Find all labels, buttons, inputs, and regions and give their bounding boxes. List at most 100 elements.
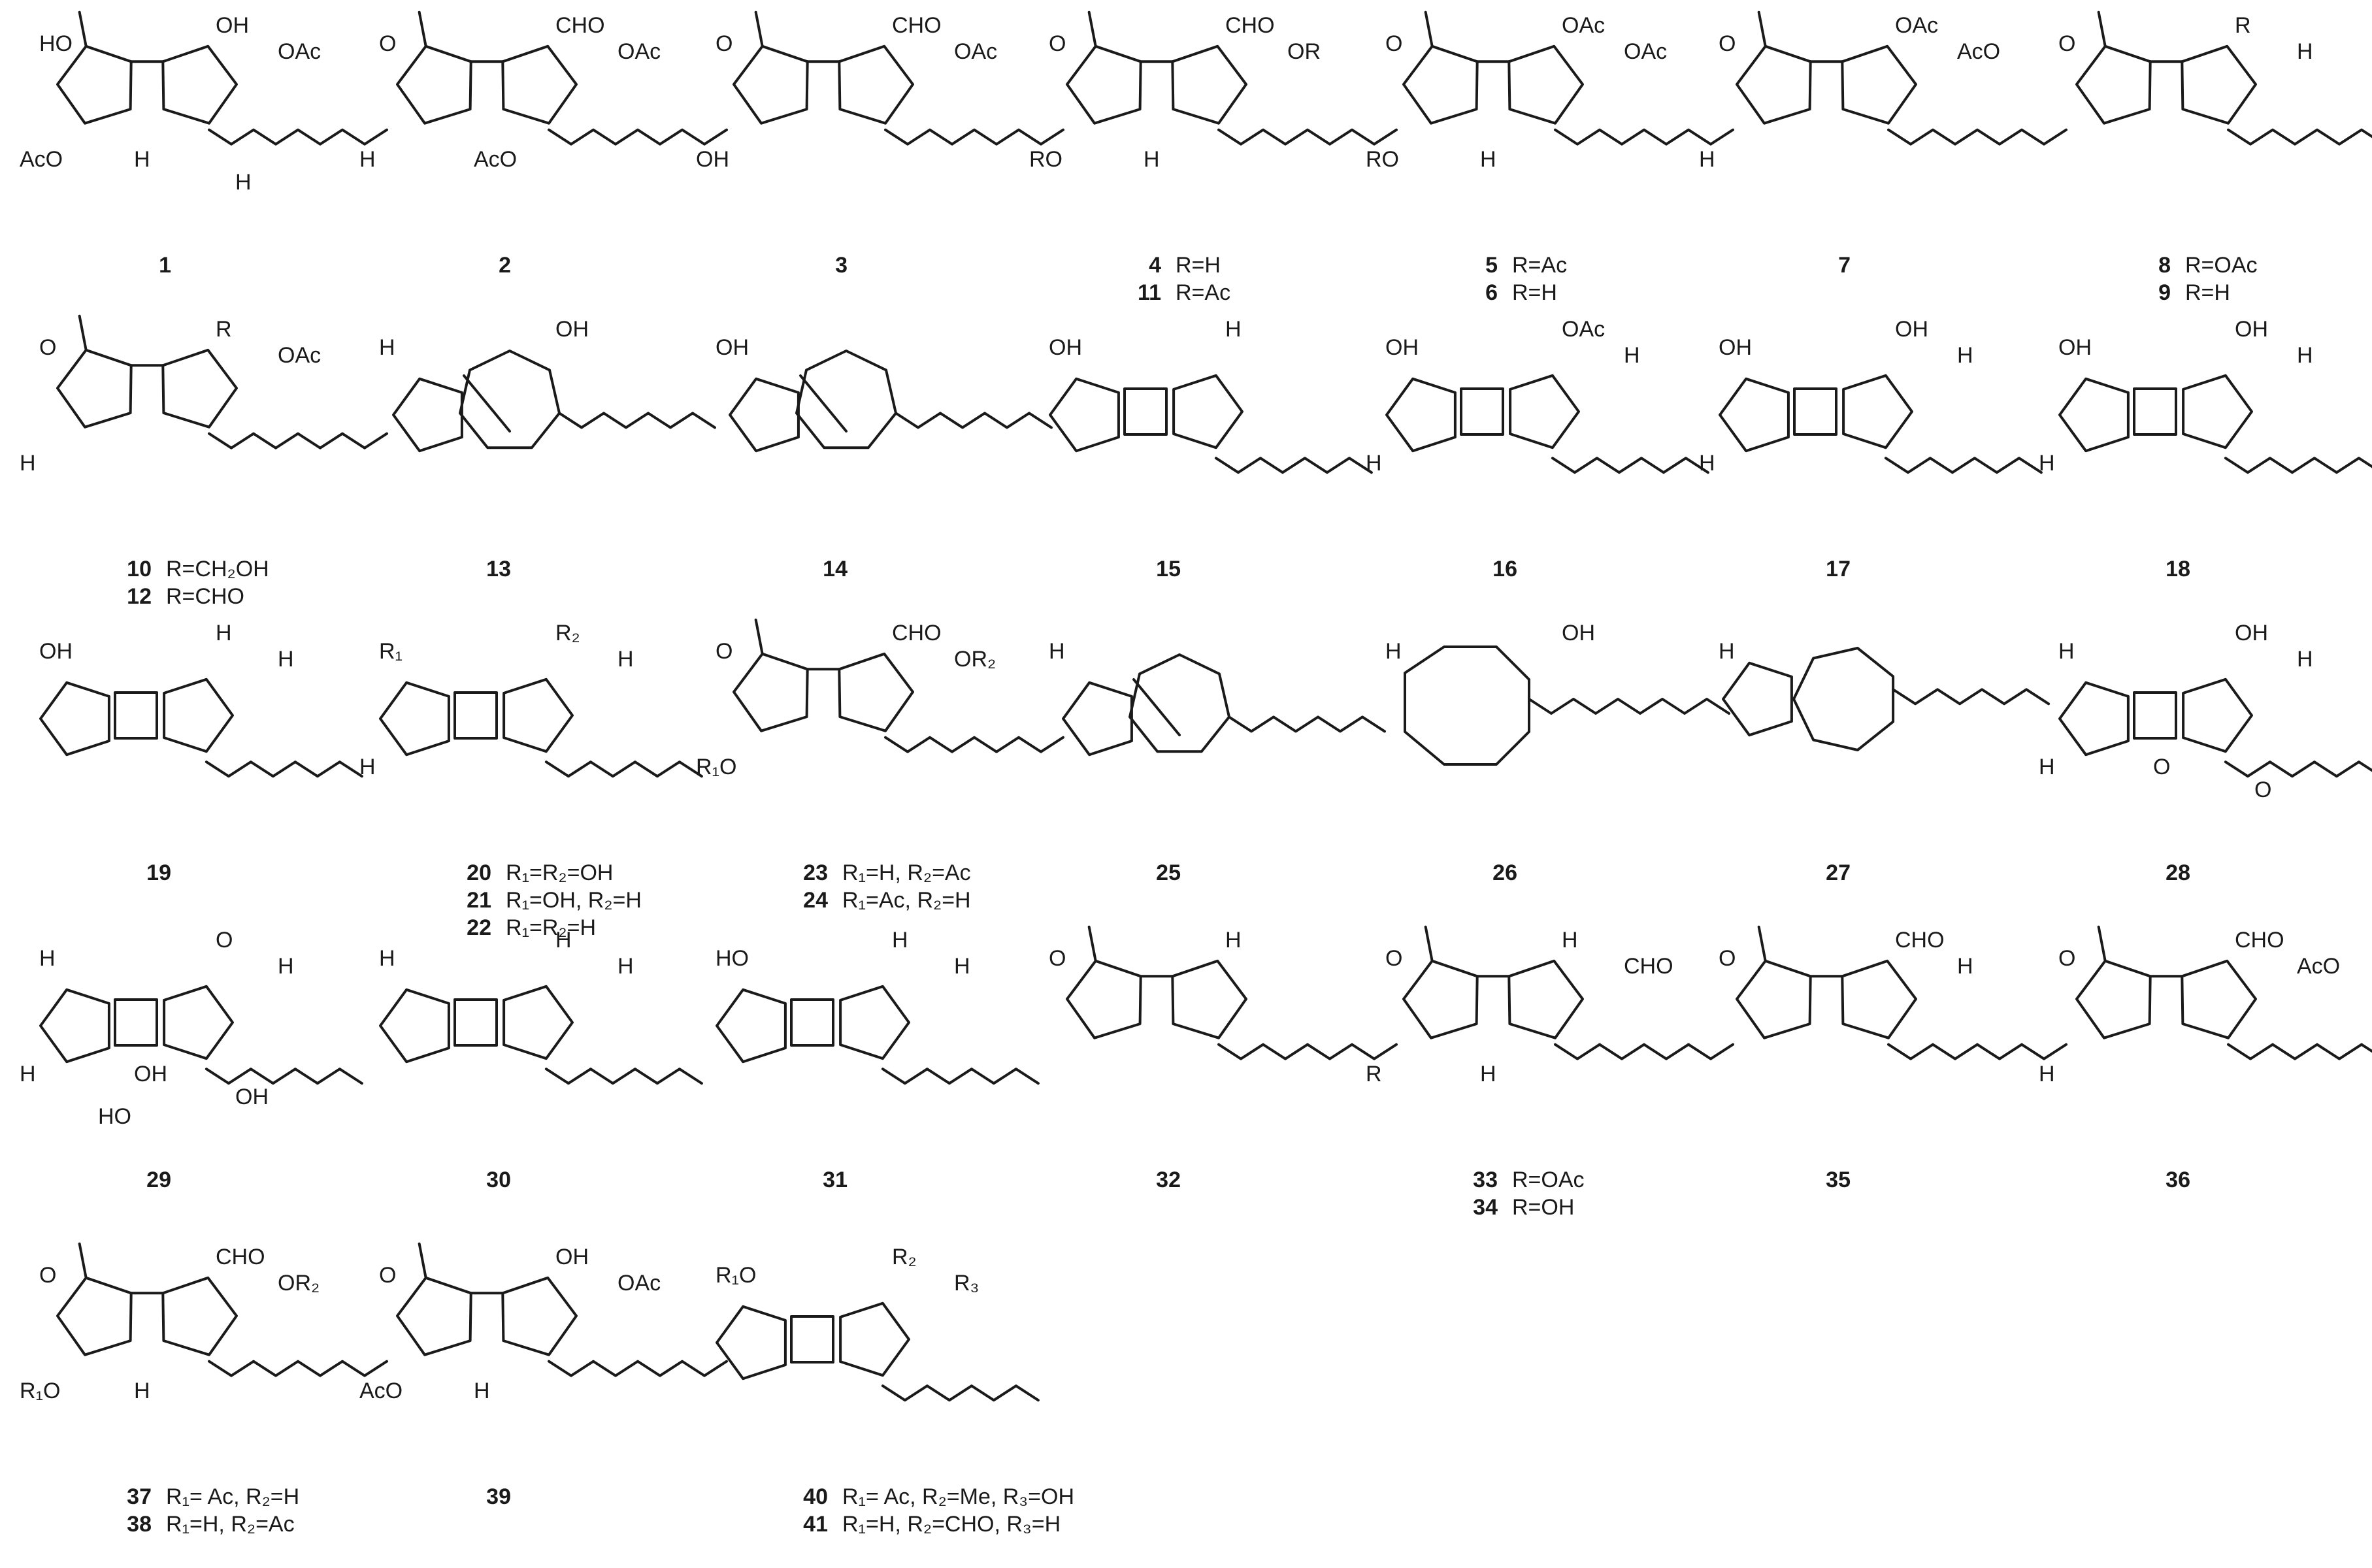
ring-left [2075, 44, 2152, 125]
atom-label: OAc [1562, 13, 1605, 38]
carbonyl-bond [1087, 10, 1097, 48]
ring-left [56, 44, 133, 125]
atom-label: H [1366, 451, 1382, 476]
atom-label: RO [1366, 147, 1399, 172]
ring-b [114, 691, 158, 740]
carbonyl-bond [78, 10, 88, 48]
atom-label: O [1719, 31, 1736, 56]
atom-label: OAc [618, 39, 661, 64]
side-chain [205, 1068, 363, 1085]
compound-number: 11 [1138, 280, 1161, 305]
substituent-definition: R=OH [1512, 1195, 1575, 1220]
bridge-bond [463, 374, 511, 433]
compound-number: 19 [146, 860, 171, 885]
ring-left [1402, 44, 1479, 125]
ring-left [56, 1276, 133, 1356]
ring-seven [795, 350, 897, 449]
compound-label: 36 [2143, 1166, 2205, 1194]
atom-label: H [555, 928, 572, 953]
compound-number: 17 [1826, 557, 1851, 581]
side-chain [1528, 698, 1730, 715]
atom-label: H [20, 451, 36, 476]
atom-label: H [1562, 928, 1578, 953]
atom-label: H [1385, 639, 1402, 664]
atom-label: H [1699, 147, 1715, 172]
atom-label: H [39, 946, 56, 971]
ring-seven [1128, 653, 1230, 753]
ring-a [379, 988, 450, 1064]
atom-label: CHO [555, 13, 605, 38]
atom-label: OR₂ [954, 647, 996, 672]
side-chain [1887, 128, 2067, 146]
compound-14: OH 14 [683, 317, 1053, 604]
compound-label: 25 [1134, 859, 1195, 887]
ring-a [1385, 377, 1457, 453]
compound-number: 13 [486, 557, 511, 581]
ring-c [163, 985, 234, 1060]
atom-label: OH [555, 1245, 589, 1269]
atom-label: HO [98, 1104, 131, 1129]
atom-label: H [2039, 1062, 2055, 1086]
atom-label: H [1049, 639, 1065, 664]
side-chain [2227, 128, 2372, 146]
ring-right [501, 44, 578, 125]
compound-label: 29 [124, 1166, 186, 1194]
substituent-definition: R=H [1512, 280, 1557, 305]
ring-right [838, 44, 914, 125]
atom-label: RO [1029, 147, 1062, 172]
atom-label: OH [2058, 335, 2092, 360]
compound-number: 14 [823, 557, 848, 581]
ring-left [733, 652, 809, 732]
compound-number: 3 [835, 253, 848, 278]
ring-right [2181, 959, 2257, 1039]
compound-label: 3 [800, 252, 862, 279]
compound-label: 32 [1134, 1166, 1195, 1194]
atom-label: R₁O [696, 755, 736, 779]
ring-five [1062, 681, 1133, 757]
atom-label: H [618, 954, 634, 979]
structure-drawing: H H H [379, 928, 703, 1085]
atom-label: O [1049, 946, 1066, 971]
compound-number: 16 [1492, 557, 1517, 581]
ring-c [1509, 374, 1580, 449]
ring-right [501, 1276, 578, 1356]
structure-drawing: OH [716, 335, 1053, 453]
atom-label: H [379, 946, 395, 971]
side-chain [884, 128, 1064, 146]
substituent-definition: R=OAc [1512, 1168, 1585, 1192]
atom-label: OAc [278, 343, 321, 368]
side-chain [1217, 1043, 1398, 1060]
compound-number: 22 [467, 915, 491, 940]
compound-number: 39 [486, 1484, 511, 1509]
compound-label: 17 [1804, 555, 1865, 583]
side-chain [1214, 457, 1373, 474]
compound-number: 15 [1156, 557, 1181, 581]
side-chain [884, 736, 1064, 753]
compound-number: 30 [486, 1168, 511, 1192]
atom-label: OAc [1562, 317, 1605, 342]
compound-number: 36 [2166, 1168, 2190, 1192]
ring-b [114, 998, 158, 1047]
substituent-definition: R₁=H, R₂=Ac [842, 860, 971, 885]
